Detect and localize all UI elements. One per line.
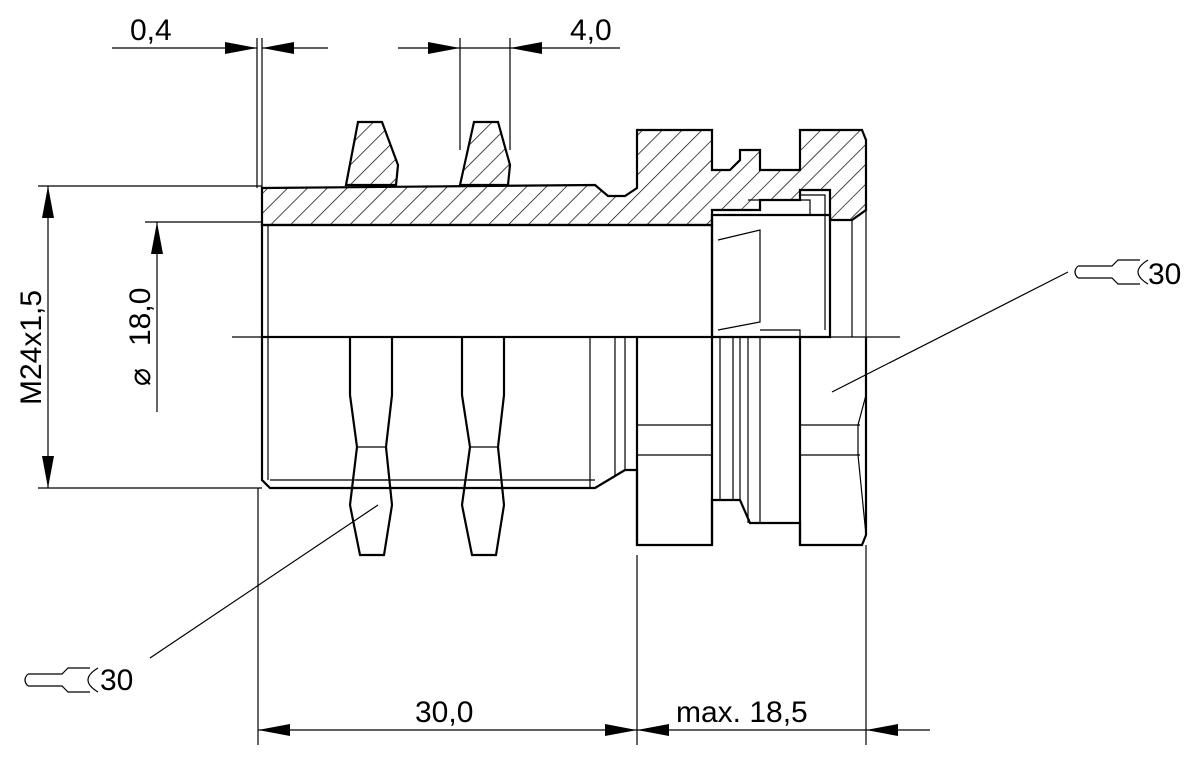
lock-tab-lower-1	[348, 337, 394, 557]
wrench-size-left: 30	[100, 664, 133, 697]
dim-04-arrow-1	[225, 42, 257, 54]
dim-04-arrow-2	[262, 42, 294, 54]
dim-thread-arrow-2	[42, 456, 54, 488]
tube-wall-section	[260, 128, 868, 227]
insert-body	[710, 213, 832, 339]
tube-bore	[260, 223, 714, 339]
dim-30-arrow-2	[605, 724, 637, 736]
dim-label-30: 30,0	[415, 696, 473, 729]
insert-detail-3	[760, 329, 801, 337]
lock-tooth-2	[458, 120, 512, 187]
leader-right	[831, 271, 1069, 393]
dim-diameter-symbol: ⌀	[124, 368, 157, 386]
wrench-icon-right	[1074, 259, 1149, 285]
dim-thread-arrow-1	[42, 186, 54, 218]
lock-tab-lower-2	[460, 337, 506, 557]
dim-label-thread: M24x1,5	[15, 290, 48, 405]
dim-40-arrow-2	[510, 42, 542, 54]
dim-label-0-4: 0,4	[130, 14, 172, 47]
insert-detail-1	[717, 229, 761, 331]
insert-detail-2	[748, 199, 811, 215]
dim-185-arrow-2	[866, 724, 898, 736]
dim-dia-arrow	[151, 222, 163, 254]
cap-chamfer	[857, 394, 867, 536]
dim-label-diameter: 18,0	[124, 288, 157, 346]
lock-tooth-1	[344, 120, 400, 187]
wrench-icon-left	[24, 667, 99, 693]
insert-detail-4	[800, 194, 826, 330]
dim-185-arrow-1	[637, 724, 669, 736]
leader-left	[149, 504, 379, 659]
dim-40-arrow-1	[428, 42, 460, 54]
wrench-size-right: 30	[1148, 258, 1181, 291]
dim-label-4-0: 4,0	[570, 14, 612, 47]
dim-30-arrow-1	[258, 724, 290, 736]
dim-label-max-18-5: max. 18,5	[676, 696, 808, 729]
